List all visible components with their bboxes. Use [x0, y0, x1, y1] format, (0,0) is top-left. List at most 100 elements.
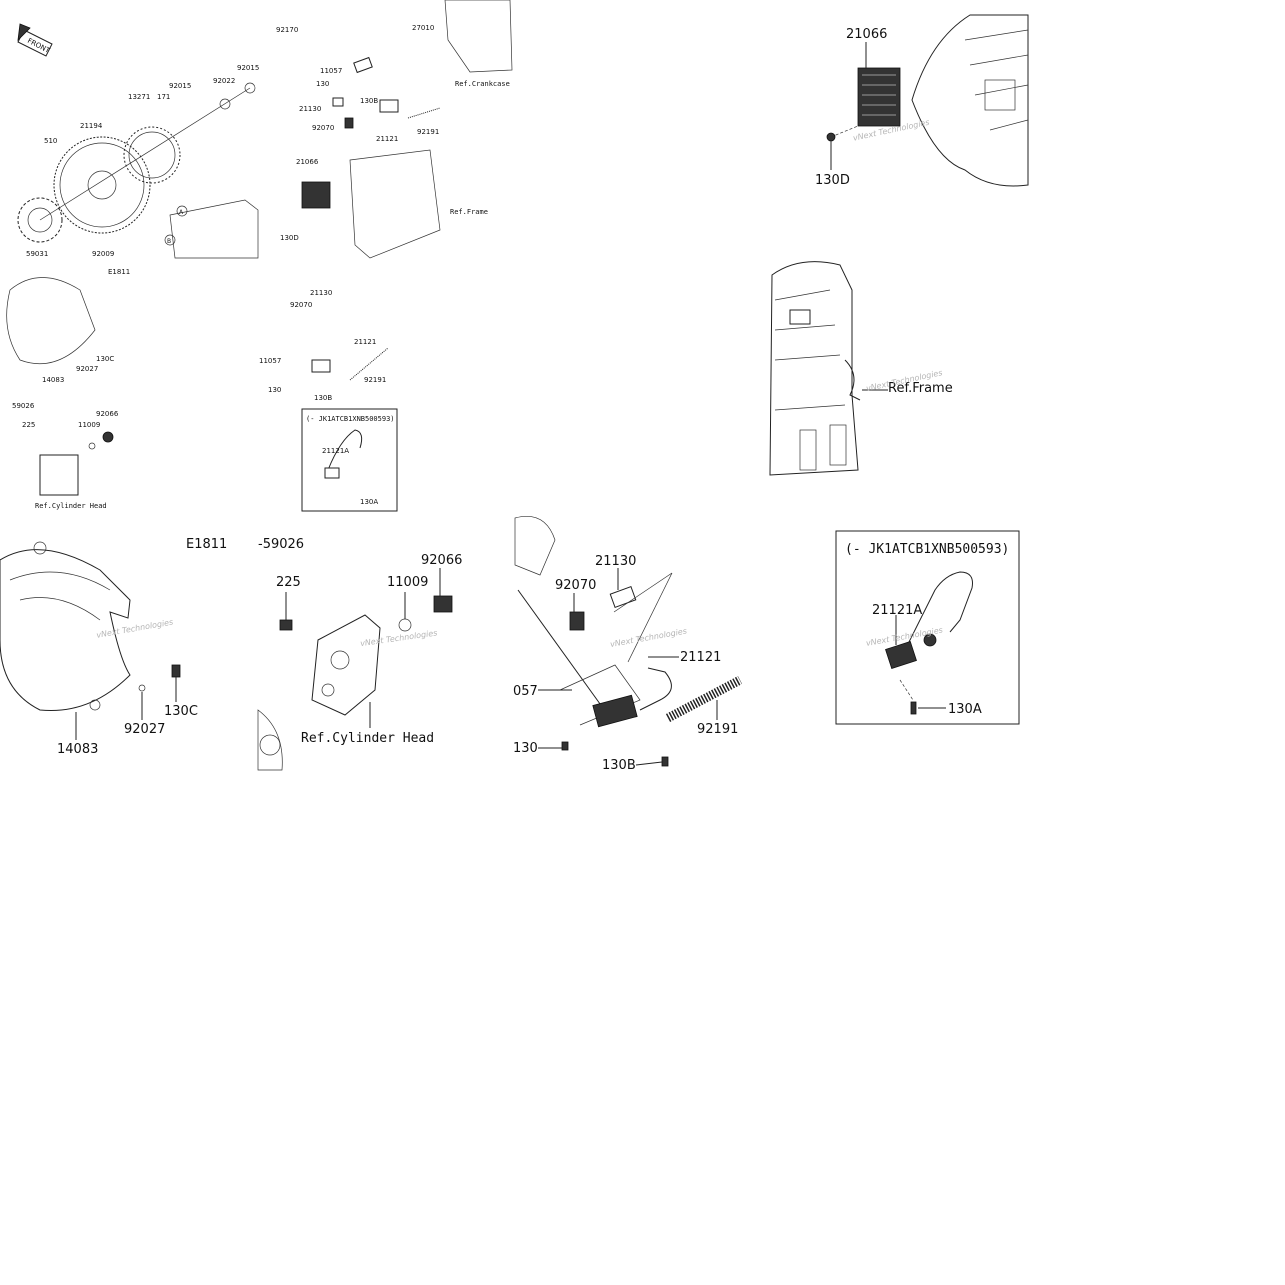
- label-92191-large: 92191: [697, 722, 738, 737]
- front-arrow-icon: FRONT: [17, 23, 53, 57]
- washer-shape: [219, 98, 231, 110]
- marker-b: B: [167, 238, 171, 245]
- label-225-large: 225: [276, 575, 301, 590]
- label-130b-b: 130B: [314, 394, 332, 402]
- label-92022: 92022: [213, 77, 235, 85]
- label-ref-frame-large: Ref.Frame: [888, 381, 953, 396]
- flywheel-gear-shape: [53, 136, 151, 234]
- label-130: 130: [316, 80, 329, 88]
- label-130a-small: 130A: [360, 498, 378, 506]
- label-92066-large: 92066: [421, 553, 462, 568]
- label-92015: 92015: [169, 82, 191, 90]
- label-130b: 130B: [360, 97, 378, 105]
- label-inset-title-small: (- JK1ATCB1XNB500593): [306, 415, 395, 423]
- label-11009-large: 11009: [387, 575, 428, 590]
- cylinder-head-shape: [311, 614, 381, 716]
- label-130-b: 130: [268, 386, 281, 394]
- bolt-130c-shape: [171, 664, 181, 678]
- marker-a: A: [179, 209, 184, 216]
- overview-panel: FRONT: [6, 0, 513, 512]
- label-130c-large: 130C: [164, 704, 198, 719]
- label-92191-b: 92191: [364, 376, 386, 384]
- label-14083-large: 14083: [57, 742, 98, 757]
- label-92015-b: 92015: [237, 64, 259, 72]
- label-92009: 92009: [92, 250, 114, 258]
- label-21066-large: 21066: [846, 27, 887, 42]
- inset-panel: (- JK1ATCB1XNB500593) 21121A 130A vNext …: [835, 530, 1020, 725]
- stator-shape: [17, 197, 63, 243]
- cylinder-head-panel: -59026 225 11009 92066 Ref.Cylinder Head…: [257, 537, 462, 771]
- label-27010: 27010: [412, 24, 434, 32]
- plug-cap-92070-shape: [569, 611, 585, 631]
- label-e1811: E1811: [108, 268, 130, 276]
- label-ref-cylinder-head-large: Ref.Cylinder Head: [301, 731, 434, 746]
- label-130a-large: 130A: [948, 702, 982, 717]
- label-130-large: 130: [513, 741, 538, 756]
- cap-92066-shape: [433, 595, 453, 613]
- oring-11009-shape: [398, 618, 412, 632]
- label-130d: 130D: [280, 234, 299, 242]
- coil-body-shape: [592, 694, 638, 728]
- fan-cover-panel: E1811 14083 92027 130C vNext Technologie…: [0, 537, 227, 757]
- bolt-130b-shape: [661, 756, 669, 767]
- frame-outline: [911, 14, 1029, 187]
- label-92066: 92066: [96, 410, 119, 418]
- label-e1811-large: E1811: [186, 537, 227, 552]
- label-21121a-small: 21121A: [322, 447, 349, 455]
- label-92070-b: 92070: [290, 301, 312, 309]
- label-ref-crankcase: Ref.Crankcase: [455, 80, 510, 88]
- inset-box-small: [301, 408, 398, 512]
- label-ref-cylinder-head: Ref.Cylinder Head: [35, 502, 107, 510]
- bolt-130d-shape: [826, 132, 836, 142]
- label-225: 225: [22, 421, 35, 429]
- label-171: 171: [157, 93, 170, 101]
- label-510: 510: [44, 137, 57, 145]
- label-59026-large: -59026: [258, 537, 304, 552]
- label-inset-title: (- JK1ATCB1XNB500593): [845, 542, 1009, 557]
- ignition-coil-panel: 21130 92070 057 21121 92191 130 130B vNe…: [513, 516, 743, 773]
- label-21130-large: 21130: [595, 554, 636, 569]
- label-21194: 21194: [80, 122, 103, 130]
- inset-frame: [835, 530, 1020, 725]
- washer-92027-shape: [138, 684, 146, 692]
- label-21130-b: 21130: [310, 289, 332, 297]
- spring-92191-shape: [665, 676, 743, 722]
- bolt-225-shape: [279, 619, 293, 631]
- crankcase-outline: [169, 199, 259, 259]
- label-11057: 11057: [320, 67, 342, 75]
- label-21121-b: 21121: [354, 338, 376, 346]
- label-130b-large: 130B: [602, 758, 636, 773]
- label-59026: 59026: [12, 402, 35, 410]
- frame-panel: Ref.Frame vNext Technologies: [769, 261, 953, 476]
- bolt-130-shape: [561, 741, 569, 751]
- regulator-rectifier-shape: [857, 67, 901, 127]
- label-92070: 92070: [312, 124, 334, 132]
- label-92027-large: 92027: [124, 722, 165, 737]
- coil-21121a-shape: [885, 640, 917, 670]
- frame-structure: [769, 261, 859, 476]
- sparkplug-21130-shape: [609, 586, 637, 608]
- label-14083: 14083: [42, 376, 64, 384]
- coil-lead-shape: [904, 571, 973, 651]
- label-130c: 130C: [96, 355, 114, 363]
- label-21121a-large: 21121A: [872, 603, 922, 618]
- label-21121-large: 21121: [680, 650, 721, 665]
- label-13271: 13271: [128, 93, 150, 101]
- watermark-cover: vNext Technologies: [96, 617, 174, 639]
- label-92191: 92191: [417, 128, 439, 136]
- label-11057-b: 11057: [259, 357, 281, 365]
- crankcase-outline-2: [444, 0, 513, 73]
- label-ref-frame: Ref.Frame: [450, 208, 488, 216]
- fan-cover-shape: [0, 549, 131, 712]
- frame-outline-small: [349, 149, 441, 259]
- label-21130: 21130: [299, 105, 321, 113]
- label-59031: 59031: [26, 250, 48, 258]
- label-21066: 21066: [296, 158, 319, 166]
- label-92027: 92027: [76, 365, 98, 373]
- ring-gear-shape: [123, 126, 181, 184]
- regulator-panel: 21066 130D vNext Technologies: [815, 14, 1029, 188]
- label-92070-large: 92070: [555, 578, 596, 593]
- watermark-coil: vNext Technologies: [609, 627, 687, 649]
- label-11009: 11009: [78, 421, 100, 429]
